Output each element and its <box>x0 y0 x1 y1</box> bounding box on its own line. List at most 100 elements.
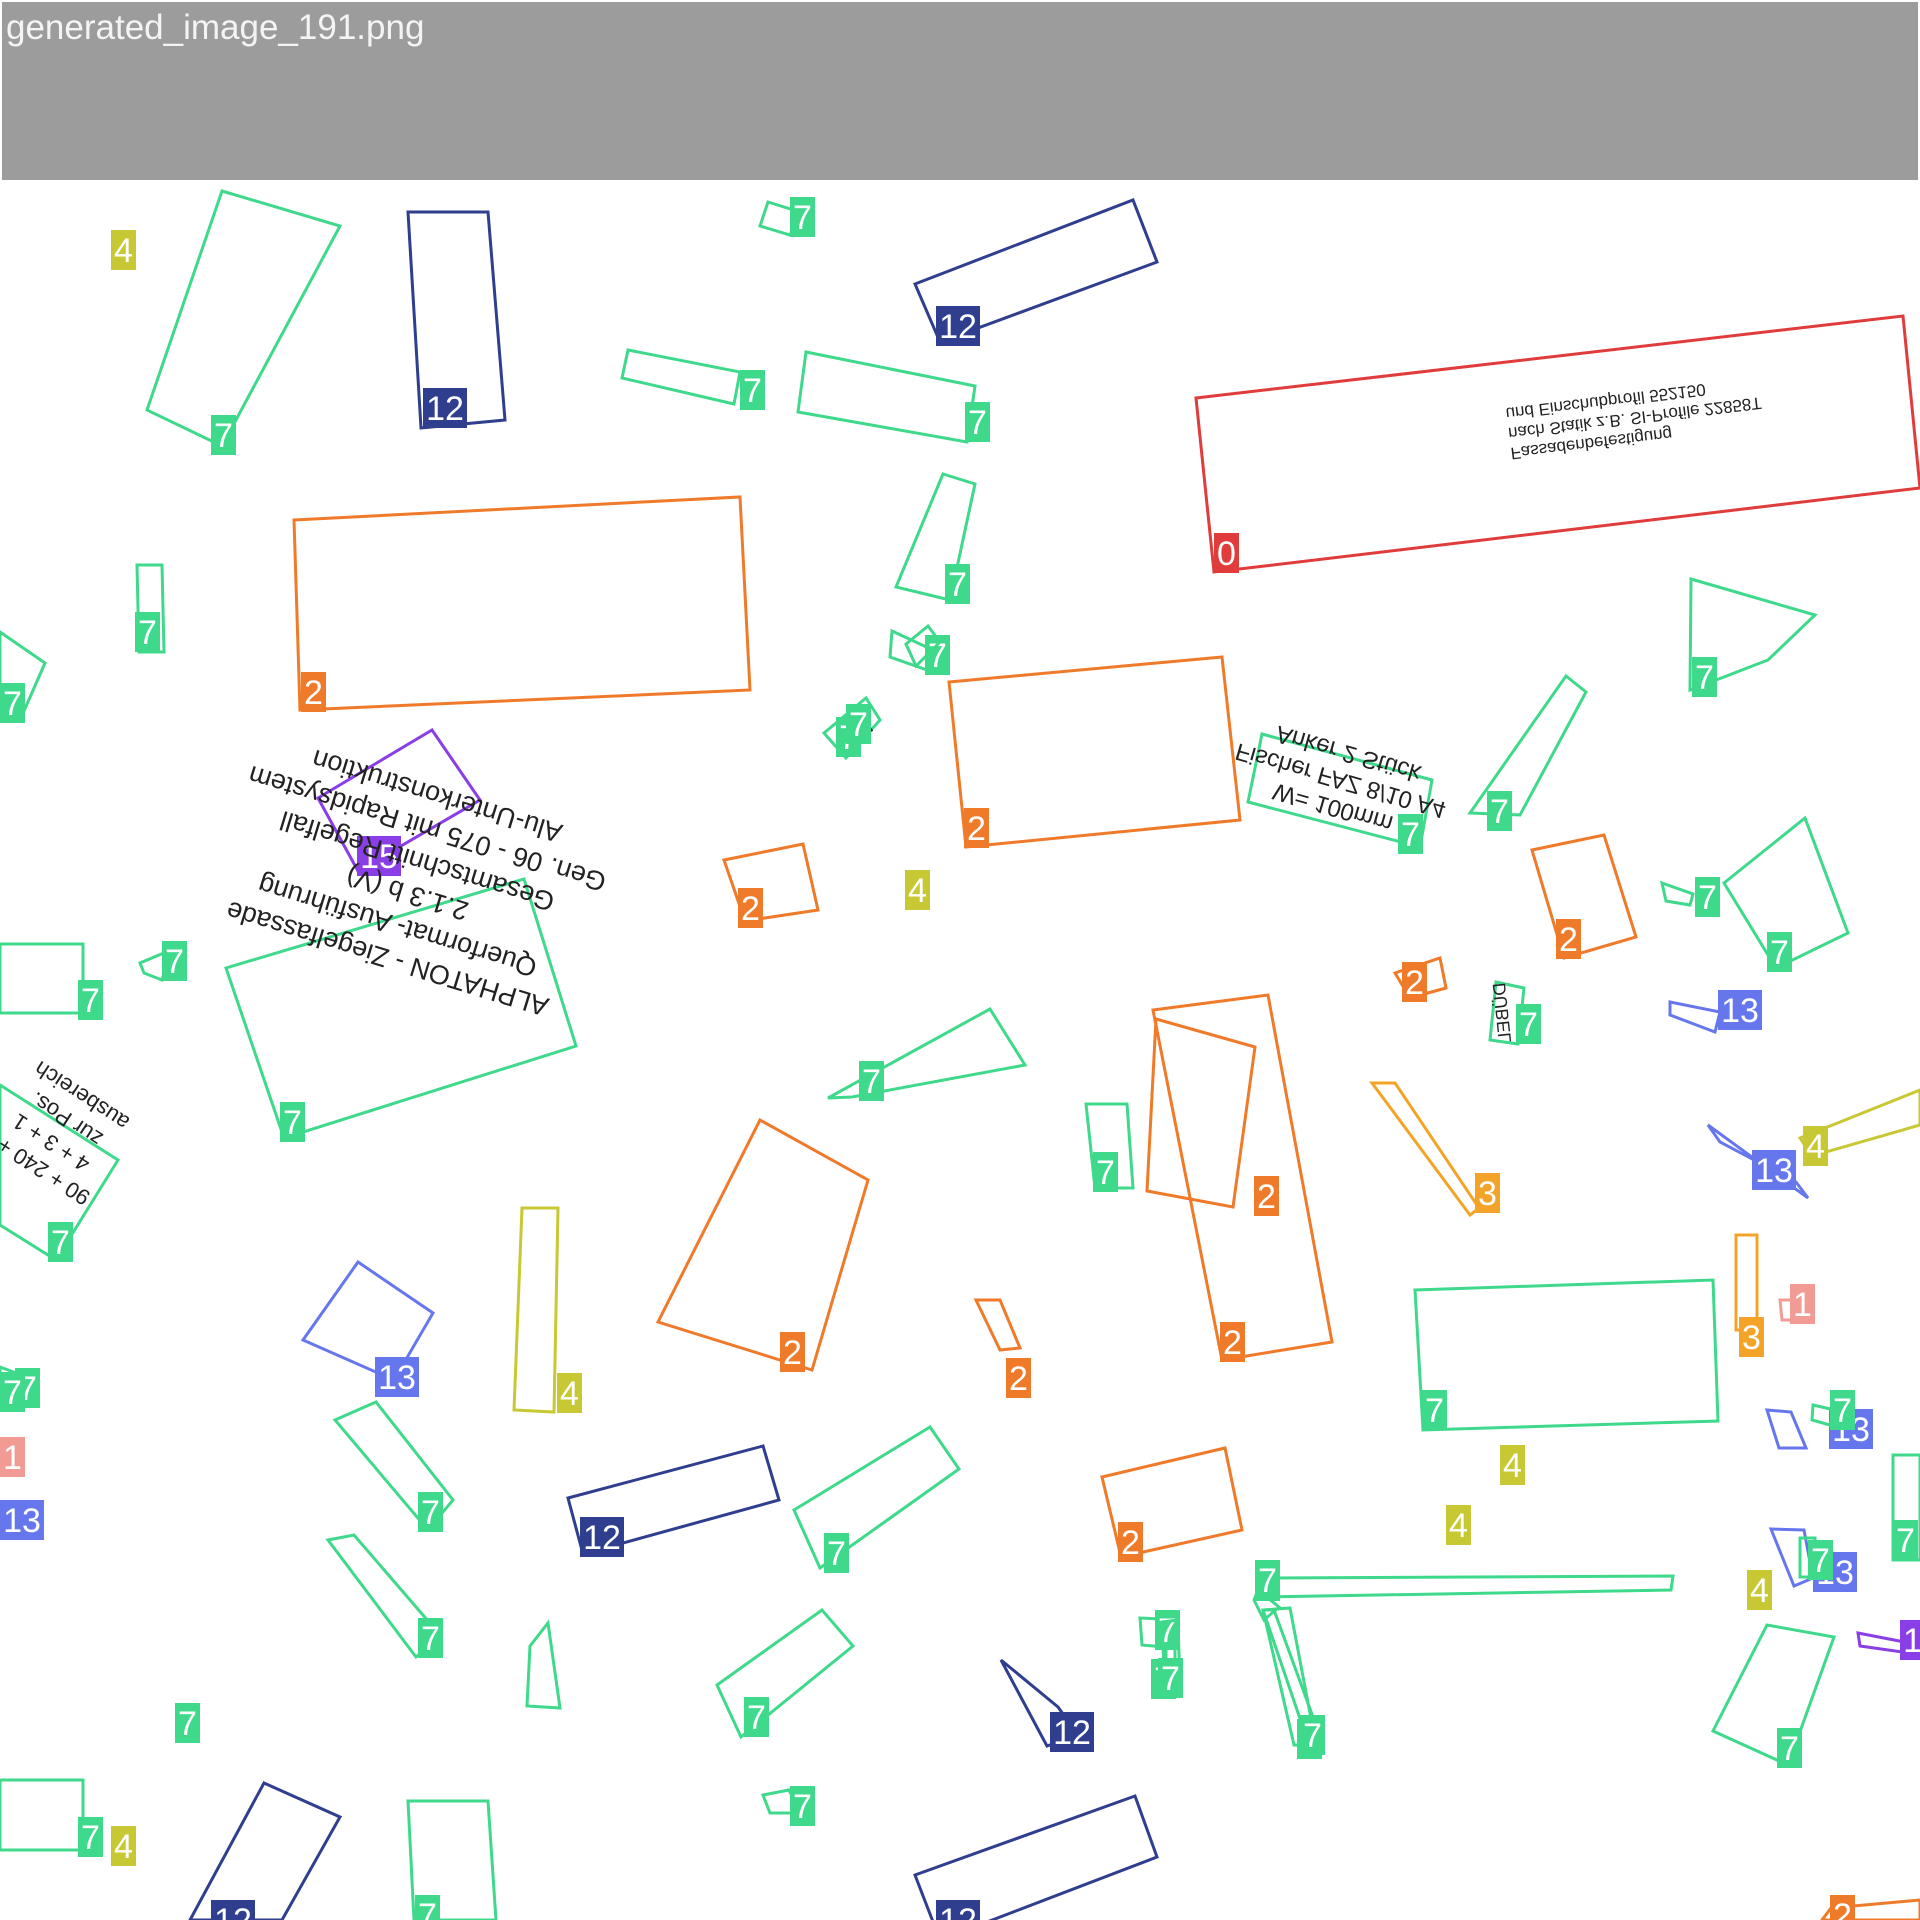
label-tag-background <box>1692 657 1717 697</box>
annotation-box-class-3 <box>1734 1233 1759 1332</box>
label-tag-background <box>1118 1522 1143 1562</box>
class-label-tag: 7 <box>790 1786 815 1826</box>
label-tag-background <box>0 1437 25 1477</box>
label-tag-text: 7 <box>165 943 184 981</box>
class-label-tag: 7 <box>211 415 236 455</box>
label-tag-background <box>1475 1173 1500 1213</box>
label-tag-background <box>375 1357 419 1397</box>
label-tag-background <box>824 1533 849 1573</box>
label-tag-text: 7 <box>1811 1542 1830 1580</box>
label-tag-text: 7 <box>138 614 157 652</box>
label-tag-background <box>1900 1620 1920 1660</box>
label-tag-text: 2 <box>1223 1324 1242 1362</box>
class-label-tag: 4 <box>1446 1505 1471 1545</box>
label-tag-text: 7 <box>1425 1392 1444 1430</box>
class-label-tag: 7 <box>418 1618 443 1658</box>
label-tag-background <box>1006 1358 1031 1398</box>
class-label-tag: 2 <box>1254 1176 1279 1216</box>
label-tag-background <box>1830 1895 1855 1920</box>
label-tag-background <box>964 808 989 848</box>
class-label-tag: 7 <box>1516 1004 1541 1044</box>
label-tag-text: 13 <box>3 1502 41 1540</box>
label-tag-text: 7 <box>862 1063 881 1101</box>
class-label-tag: 4 <box>905 870 930 910</box>
annotation-box-class-7 <box>332 1400 455 1533</box>
label-tag-text: 13 <box>378 1359 416 1397</box>
annotation-box-class-7 <box>1688 577 1818 693</box>
class-label-tag: 2 <box>1830 1895 1855 1920</box>
class-label-tag: 7 <box>965 402 990 442</box>
label-tag-text: 7 <box>1303 1717 1322 1755</box>
label-tag-background <box>1803 1126 1828 1166</box>
label-tag-background <box>1093 1152 1118 1192</box>
class-label-tag: 7 <box>1422 1390 1447 1430</box>
label-tag-background <box>111 1826 136 1866</box>
class-label-tag: 12 <box>936 306 980 346</box>
label-tag-background <box>945 564 970 604</box>
class-label-tag: 2 <box>738 888 763 928</box>
label-tag-text: 7 <box>1258 1562 1277 1600</box>
label-tag-text: 7 <box>421 1620 440 1658</box>
class-label-tag: 4 <box>557 1373 582 1413</box>
label-tag-text: 7 <box>81 1819 100 1857</box>
class-label-tag: 2 <box>1220 1322 1245 1362</box>
label-tag-text: 2 <box>967 810 986 848</box>
annotation-box-class-12 <box>566 1444 781 1556</box>
label-tag-background <box>1300 1715 1325 1755</box>
annotation-box-class-2 <box>1145 1017 1257 1209</box>
label-tag-background <box>557 1373 582 1413</box>
class-label-tag: 7 <box>1777 1728 1802 1768</box>
class-label-tag: 4 <box>111 1826 136 1866</box>
label-tag-text: 3 <box>1742 1319 1761 1357</box>
class-label-tag: 3 <box>1739 1317 1764 1357</box>
class-label-tag: 7 <box>859 1061 884 1101</box>
class-label-tag: 2 <box>1006 1358 1031 1398</box>
annotation-box-class-2 <box>947 655 1242 849</box>
class-label-tag: 7 <box>790 197 815 237</box>
label-tag-background <box>1695 877 1720 917</box>
label-tag-background <box>423 388 467 428</box>
drawing-annotation-text: 90 + 240 + 34 + 3 + 1zur Pos.ausbereich <box>0 1052 140 1211</box>
label-tag-background <box>790 197 815 237</box>
label-tag-background <box>1214 533 1239 573</box>
class-label-tag: 7 <box>925 635 950 675</box>
label-tag-text: 2 <box>304 674 323 712</box>
annotation-box-class-12 <box>913 198 1159 344</box>
class-label-tag: 7 <box>1692 657 1717 697</box>
class-label-tag: 7 <box>1830 1390 1855 1430</box>
label-tag-background <box>1808 1540 1833 1580</box>
class-label-tag: 2 <box>1118 1522 1143 1562</box>
label-tag-text: 3 <box>1478 1175 1497 1213</box>
label-tag-background <box>418 1618 443 1658</box>
class-label-tag: 7 <box>280 1102 305 1142</box>
class-label-tag: 12 <box>1050 1712 1094 1752</box>
drawing-annotation-text: Fassadenbefestigungnach Statik z.B. SI-P… <box>1505 373 1765 463</box>
label-tag-text: 12 <box>1053 1714 1091 1752</box>
label-tag-background <box>1158 1658 1183 1698</box>
label-tag-background <box>357 836 401 876</box>
label-tag-background <box>1718 990 1762 1030</box>
label-tag-text: 7 <box>1698 879 1717 917</box>
label-tag-text: 12 <box>939 308 977 346</box>
label-tag-text: 2 <box>1405 964 1424 1002</box>
class-label-tag: 7 <box>78 980 103 1020</box>
label-tag-background <box>1446 1505 1471 1545</box>
label-tag-background <box>78 980 103 1020</box>
label-tag-background <box>1556 919 1581 959</box>
annotation-box-class-7 <box>904 623 942 669</box>
class-label-tag: 7 <box>418 1492 443 1532</box>
label-tag-text: 2 <box>1009 1360 1028 1398</box>
label-tag-background <box>211 415 236 455</box>
label-tag-text: 7 <box>1695 659 1714 697</box>
class-label-tag: 3 <box>1475 1173 1500 1213</box>
label-tag-background <box>1752 1150 1796 1190</box>
class-label-tag: 2 <box>301 672 326 712</box>
label-tag-background <box>965 402 990 442</box>
label-tag-text: 0 <box>1217 535 1236 573</box>
annotation-box-class-12 <box>188 1781 343 1920</box>
class-label-tag: 2 <box>780 1332 805 1372</box>
class-label-tag: 7 <box>846 704 871 744</box>
image-filename: generated_image_191.png <box>6 8 425 47</box>
class-label-tag: 7 <box>415 1895 440 1920</box>
